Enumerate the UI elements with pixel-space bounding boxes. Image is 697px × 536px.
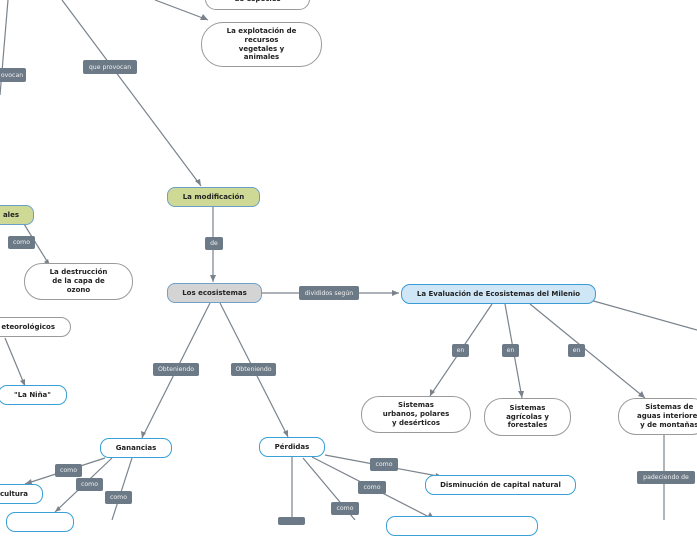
- node-agricolas[interactable]: Sistemas agrícolas y forestales: [484, 398, 571, 436]
- edge-evaluacion-right: [589, 299, 697, 331]
- node-nina[interactable]: "La Niña": [0, 385, 67, 405]
- label-en-1: en: [452, 344, 469, 357]
- label-en-3: en: [568, 344, 585, 357]
- arrowhead-agricolas: [518, 391, 524, 398]
- arrowhead-especies: [200, 14, 208, 20]
- arrowhead-nina: [20, 379, 25, 386]
- node-urbanos[interactable]: Sistemas urbanos, polares y desérticos: [361, 396, 471, 433]
- node-ecosistemas[interactable]: Los ecosistemas: [167, 283, 262, 303]
- node-perdidas[interactable]: Pérdidas: [259, 437, 325, 457]
- label-como-g3: como: [105, 491, 132, 504]
- arrowhead-modificacion: [195, 179, 201, 186]
- node-explotacion[interactable]: La explotación de recursos vegetales y a…: [201, 22, 322, 67]
- arrowhead-urbanos: [430, 389, 435, 396]
- edge-meteo-nina: [4, 337, 26, 387]
- edge-top-to-especies: [154, 0, 209, 21]
- edge-top-to-modificacion: [61, 0, 202, 187]
- node-partial-bottom-left[interactable]: [6, 512, 74, 532]
- arrowhead-ganancias: [141, 431, 146, 438]
- node-ozono[interactable]: La destrucción de la capa de ozono: [24, 263, 133, 300]
- node-ales[interactable]: ales: [0, 205, 34, 225]
- label-como-p1: como: [370, 458, 398, 471]
- node-modificacion[interactable]: La modificación: [167, 187, 260, 207]
- node-especies[interactable]: de especies: [205, 0, 310, 10]
- label-en-2: en: [502, 344, 519, 357]
- arrowhead-perdidas: [283, 430, 288, 437]
- node-ganancias[interactable]: Ganancias: [100, 438, 172, 458]
- node-cultura[interactable]: cultura: [0, 484, 43, 504]
- edge-ganancias-down2: [111, 457, 133, 520]
- label-partial-bottom: [278, 517, 305, 525]
- arrowhead-evaluacion: [392, 290, 399, 296]
- arrowhead-ecosistemas: [210, 275, 216, 282]
- node-evaluacion[interactable]: La Evaluación de Ecosistemas del Milenio: [401, 284, 596, 304]
- node-aguas[interactable]: Sistemas de aguas interiores y de montañ…: [618, 398, 697, 435]
- edge-evaluacion-aguas: [529, 303, 646, 399]
- label-obteniendo-1: Obteniendo: [153, 363, 199, 376]
- label-como-p3: como: [331, 502, 359, 515]
- label-padeciendo: padeciendo de: [637, 471, 695, 484]
- label-divididos: divididos según: [299, 286, 359, 300]
- node-disminucion[interactable]: Disminución de capital natural: [425, 475, 576, 495]
- label-como-p2: como: [358, 481, 386, 494]
- arrowhead-cultura: [25, 479, 32, 484]
- node-partial-bottom-right[interactable]: [386, 516, 538, 536]
- label-como-ozono: como: [8, 236, 35, 249]
- arrowhead-aguas: [638, 391, 645, 398]
- label-como-g1: como: [55, 464, 82, 477]
- label-obteniendo-2: Obteniendo: [231, 363, 276, 376]
- label-como-g2: como: [76, 478, 103, 491]
- label-que-provocan: que provocan: [83, 60, 137, 74]
- edge-ales-ozono: [23, 223, 51, 267]
- label-de: de: [205, 237, 223, 250]
- arrowhead-down1: [55, 506, 61, 512]
- node-meteorologicos[interactable]: eteorológicos: [0, 317, 71, 337]
- label-provocan-left: ovocan: [0, 68, 26, 82]
